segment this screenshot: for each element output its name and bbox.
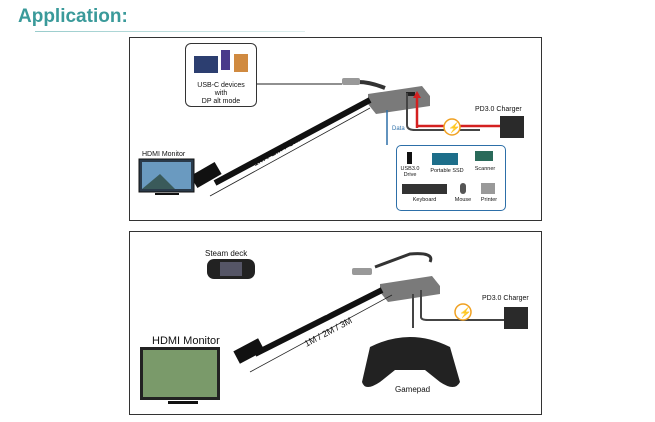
charger-icon — [504, 307, 528, 329]
peripheral-label: Printer — [480, 197, 498, 203]
length-line — [249, 294, 393, 373]
svg-text:⚡: ⚡ — [448, 121, 460, 134]
hdmi-plug — [233, 338, 265, 364]
peripheral-label: Scanner — [474, 166, 496, 172]
charger-label: PD3.0 Charger — [475, 106, 522, 113]
mouse-icon — [460, 183, 466, 194]
usbc-devices-box: USB-C devices with DP alt mode — [185, 43, 257, 107]
monitor-label: HDMI Monitor — [142, 151, 186, 158]
section-title: Application: — [18, 6, 128, 27]
hub-body — [368, 86, 430, 114]
peripheral-label: Keyboard — [412, 197, 437, 203]
hub-body — [380, 276, 440, 302]
bolt-icon — [443, 118, 461, 136]
keyboard-icon — [402, 184, 447, 194]
title-underline — [35, 31, 305, 32]
hdmi-cable — [253, 287, 384, 357]
data-label: Data — [392, 126, 405, 132]
panel1-illustration: ⚡ — [138, 78, 524, 197]
charger-cable — [406, 93, 480, 131]
hub-usb-port — [406, 92, 415, 96]
devices-label-line: USB-C devices — [197, 82, 245, 89]
peripheral-label: Mouse — [454, 197, 472, 203]
charger-icon — [500, 116, 524, 138]
scenario-panel-usbc: ⚡ USB-C devices with DP alt mode HDMI Mo… — [129, 37, 542, 221]
devices-label-line: with — [214, 90, 228, 98]
usbc-plug — [352, 268, 372, 275]
scanner-icon — [475, 151, 493, 161]
hdmi-cable — [213, 97, 372, 186]
charger-cable — [420, 290, 505, 321]
devices-label: USB-C devices with DP alt mode — [186, 82, 256, 106]
usb-drive-icon — [407, 152, 412, 164]
peripheral-label: USB3.0 Drive — [400, 166, 420, 179]
devices-label-line: DP alt mode — [201, 98, 241, 106]
charger-label: PD3.0 Charger — [482, 295, 529, 302]
steam-deck-label: Steam deck — [205, 249, 248, 258]
scenario-panel-steamdeck: ⚡ Steam deck HDMI Monitor 1M / 2M / 3M P… — [129, 231, 542, 415]
panel2-illustration: ⚡ — [140, 252, 528, 404]
gamepad-icon — [362, 337, 460, 387]
bolt-icon — [454, 303, 472, 321]
svg-text:⚡: ⚡ — [459, 306, 471, 319]
phone-icon — [221, 50, 230, 70]
ssd-icon — [432, 153, 458, 165]
hdmi-plug — [190, 161, 222, 189]
printer-icon — [481, 183, 495, 194]
usbc-plug — [342, 78, 360, 85]
usbc-cable — [357, 80, 386, 90]
tablet-icon — [234, 54, 248, 72]
usbc-cable — [374, 252, 433, 269]
length-line — [209, 107, 371, 197]
laptop-icon — [194, 56, 218, 73]
peripherals-box: USB3.0 Drive Portable SSD Scanner Keyboa… — [396, 145, 506, 211]
peripheral-label: Portable SSD — [430, 168, 464, 174]
gamepad-label: Gamepad — [395, 385, 431, 394]
monitor-label: HDMI Monitor — [152, 335, 220, 347]
